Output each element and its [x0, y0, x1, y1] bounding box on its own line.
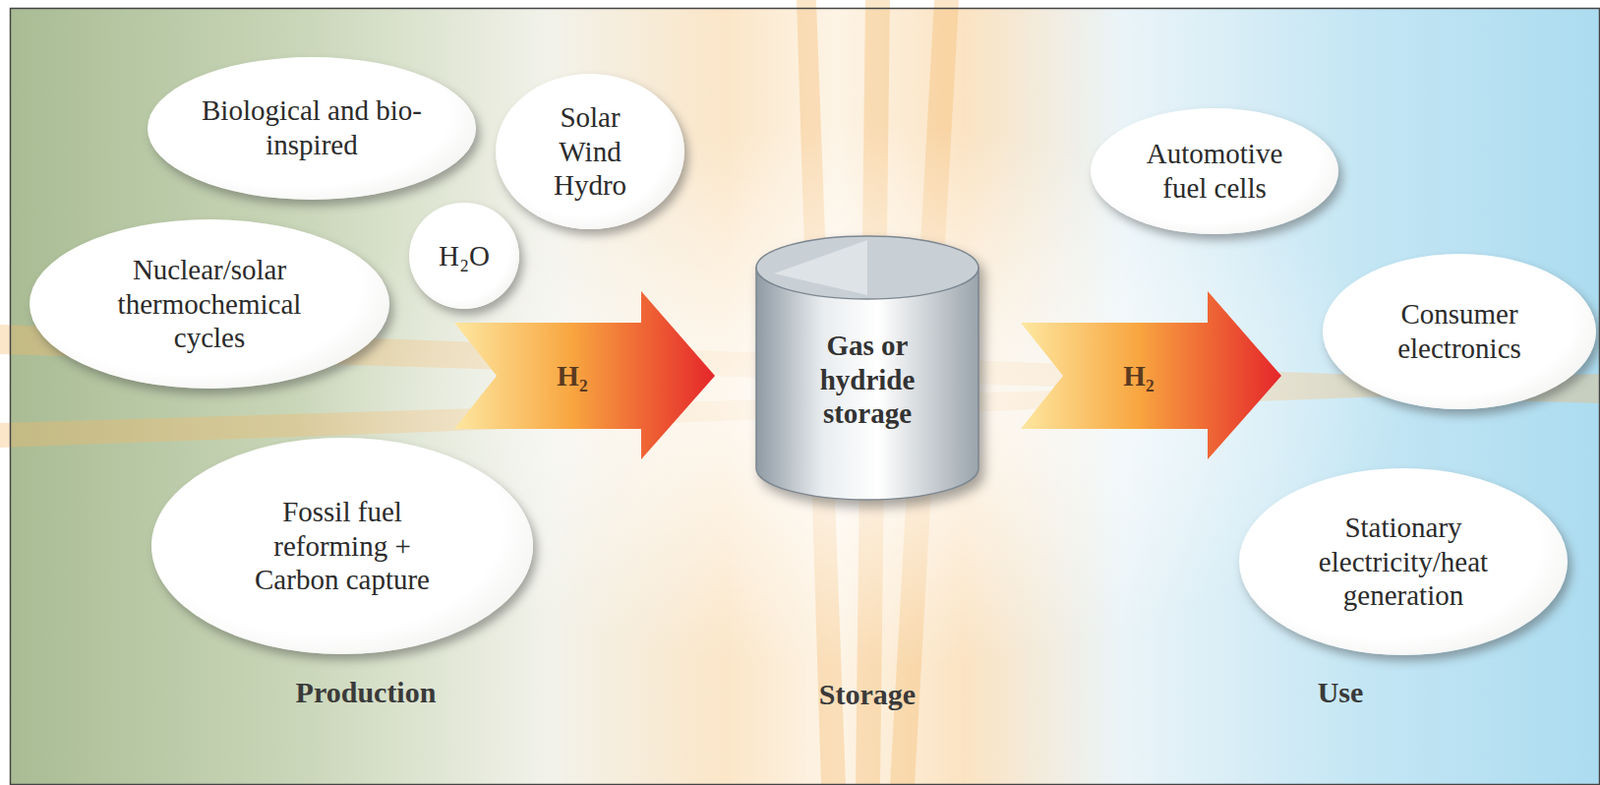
- ellipse-node: Consumer electronics: [1322, 253, 1597, 410]
- ellipse-node: Automotive fuel cells: [1090, 108, 1339, 235]
- storage-cylinder: Gas or hydride storage: [754, 234, 981, 502]
- ellipse-node: Fossil fuel reforming + Carbon capture: [151, 437, 534, 654]
- text-block: Fossil fuel reforming + Carbon capture: [237, 494, 449, 597]
- text-block: Automotive fuel cells: [1130, 136, 1299, 206]
- node-text: Nuclear/solar thermochemical cycles: [96, 252, 323, 356]
- node-text: Stationary electricity/heat generation: [1288, 510, 1520, 613]
- text-block: Nuclear/solar thermochemical cycles: [96, 252, 323, 356]
- text-block: H₂O: [438, 238, 490, 274]
- ellipse-node: Stationary electricity/heat generation: [1239, 468, 1568, 655]
- text-block: Solar Wind Hydro: [535, 100, 645, 203]
- arrow-label: H₂: [556, 359, 588, 393]
- text-block: Consumer electronics: [1373, 296, 1546, 366]
- ellipse-node: Solar Wind Hydro: [495, 73, 685, 230]
- node-text: Automotive fuel cells: [1130, 136, 1299, 206]
- node-text: Biological and bio-inspired: [193, 93, 430, 163]
- node-text: Gas or hydride storage: [803, 328, 932, 431]
- section-label: Storage: [819, 677, 916, 712]
- arrow-label: H₂: [1123, 359, 1154, 393]
- text-block: Gas or hydride storage: [803, 328, 932, 431]
- h2-arrow: [1020, 291, 1282, 460]
- h2-arrow: [454, 291, 715, 460]
- text-block: Biological and bio-inspired: [193, 93, 430, 163]
- node-text: H₂O: [438, 238, 490, 274]
- section-label: Use: [1317, 675, 1364, 710]
- ellipse-node: Nuclear/solar thermochemical cycles: [29, 219, 390, 389]
- node-text: Fossil fuel reforming + Carbon capture: [237, 494, 449, 597]
- section-label: Production: [296, 675, 437, 710]
- text-block: Stationary electricity/heat generation: [1288, 510, 1520, 613]
- ellipse-node: H₂O: [409, 202, 520, 309]
- node-text: Consumer electronics: [1373, 296, 1546, 366]
- ellipse-node: Biological and bio-inspired: [147, 57, 476, 200]
- node-text: Solar Wind Hydro: [535, 100, 645, 203]
